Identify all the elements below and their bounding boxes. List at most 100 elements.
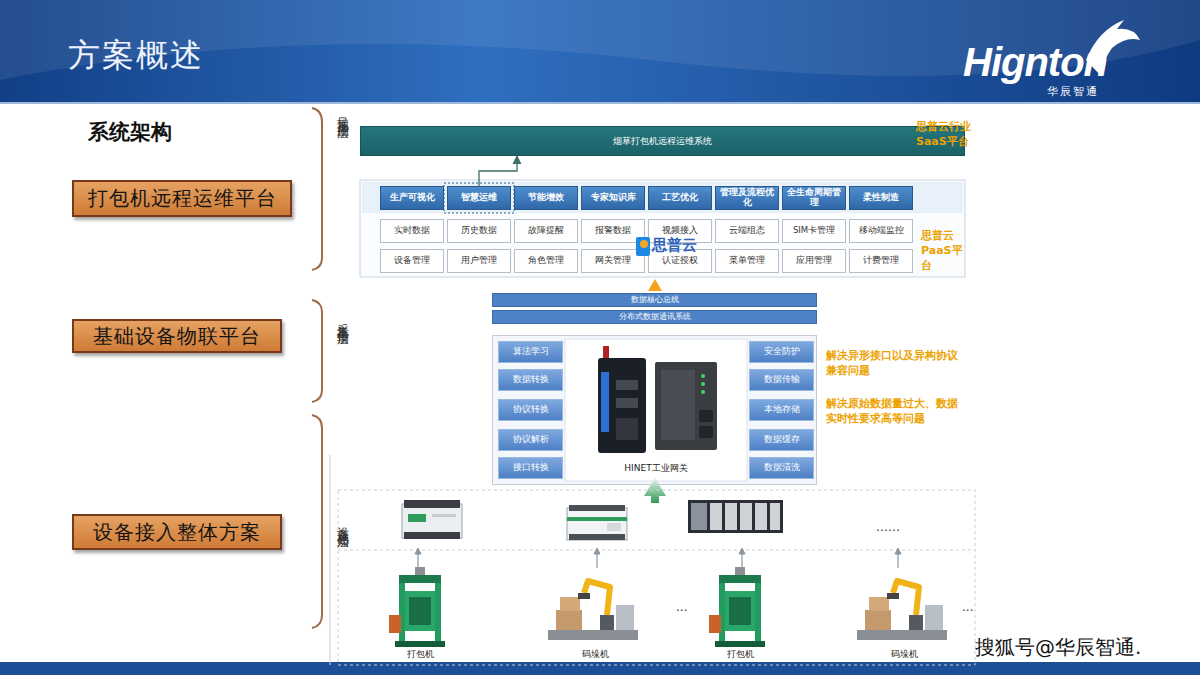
layer-bracket <box>312 108 322 270</box>
page-title: 方案概述 <box>68 34 204 78</box>
module-box: 报警数据 <box>581 219 645 243</box>
plc-module <box>755 503 767 530</box>
node-text: 码垛机 <box>582 649 609 659</box>
gateway-function-box: 安全防护 <box>749 341 814 363</box>
node-text: 分布式数据通讯系统 <box>619 312 691 321</box>
node-text: 数据缓存 <box>764 435 800 445</box>
callout-note: 解决异形接口以及异构协议兼容问题 <box>826 349 964 379</box>
header-band <box>0 0 1200 103</box>
module-box: 移动端监控 <box>849 219 913 243</box>
platform-box: 基础设备物联平台 <box>72 319 282 353</box>
gateway-function-box: 接口转换 <box>498 457 563 479</box>
plc-module <box>691 503 707 530</box>
ethernet-port <box>699 410 713 422</box>
node-text: 数据核心总线 <box>631 295 679 304</box>
footer-band <box>0 662 1200 675</box>
upward-arrow <box>648 279 662 291</box>
node-text: 报警数据 <box>595 226 631 236</box>
node-text: 全生命周期管理 <box>783 188 845 208</box>
node-text: 移动端监控 <box>859 226 904 236</box>
device-area <box>338 490 975 665</box>
gateway-connector <box>616 418 638 440</box>
status-led <box>701 374 705 378</box>
node-text: 管理及流程优化 <box>716 188 778 208</box>
module-box: 故障提醒 <box>514 219 578 243</box>
node-text: 用户管理 <box>461 256 497 266</box>
plc-rack-illustration <box>688 500 783 533</box>
system-bar: 烟草打包机远程运维系统 <box>360 126 965 156</box>
ethernet-port <box>699 426 713 438</box>
module-box: 菜单管理 <box>715 249 779 273</box>
bus-bar: 分布式数据通讯系统 <box>492 310 817 324</box>
gateway-function-box: 数据缓存 <box>749 429 814 451</box>
machine-node: 打包机 <box>388 562 452 662</box>
status-led <box>701 390 705 394</box>
node-text: 菜单管理 <box>729 256 765 266</box>
node-text: HINET工业网关 <box>566 463 746 473</box>
gateway-antenna <box>603 346 609 360</box>
signal-line <box>741 553 742 568</box>
node-text: 基础设备物联平台 <box>93 325 261 348</box>
bus-bar: 数据核心总线 <box>492 293 817 307</box>
node-text: 角色管理 <box>528 256 564 266</box>
node-text: 智慧运维 <box>461 193 497 203</box>
status-led <box>701 382 705 386</box>
node-text: 本地存储 <box>764 405 800 415</box>
node-text: 安全防护 <box>764 347 800 357</box>
node-text: 专家知识库 <box>591 193 636 203</box>
node-text: 计费管理 <box>863 256 899 266</box>
node-text: 数据清洗 <box>764 463 800 473</box>
gateway-device <box>598 358 646 453</box>
node-text: 协议解析 <box>513 435 549 445</box>
module-box: 实时数据 <box>380 219 444 243</box>
gateway-port <box>616 398 638 408</box>
function-box: 专家知识库 <box>581 186 645 210</box>
plc-illustration <box>567 505 627 540</box>
device-area-divider <box>338 550 975 551</box>
section-heading: 系统架构 <box>88 118 172 146</box>
header-rule <box>0 102 1200 104</box>
node-text: 协议转换 <box>513 405 549 415</box>
module-box: 网关管理 <box>581 249 645 273</box>
arrow-head <box>739 548 745 554</box>
plc-stripe <box>567 517 627 521</box>
gateway-function-box: 协议解析 <box>498 429 563 451</box>
node-text: 码垛机 <box>891 649 918 659</box>
layer-label: 设备及感知层 <box>334 517 351 529</box>
paas-panel <box>360 180 965 277</box>
connector-arrow <box>479 156 517 186</box>
gateway-function-box: 算法学习 <box>498 341 563 363</box>
plc-terminals <box>404 532 460 539</box>
plc-body <box>402 504 462 538</box>
gateway-stripe <box>601 372 609 432</box>
module-box: 应用管理 <box>782 249 846 273</box>
callout-note: 解决原始数据量过大、数据实时性要求高等问题 <box>826 397 964 427</box>
node-text: 云端组态 <box>729 226 765 236</box>
module-box: SIM卡管理 <box>782 219 846 243</box>
node-text: 打包机远程运维平台 <box>88 187 277 210</box>
gateway-function-box: 本地存储 <box>749 399 814 421</box>
platform-note: 思普云行业 SaaS平台 <box>916 120 980 150</box>
node-text: SIM卡管理 <box>793 226 835 236</box>
baler-illustration <box>389 567 445 647</box>
module-box: 角色管理 <box>514 249 578 273</box>
platform-box: 设备接入整体方案 <box>72 514 282 550</box>
arrow-head <box>895 548 901 554</box>
content-area <box>0 103 1200 662</box>
layer-label: 采集及传输层 <box>334 314 351 326</box>
ellipsis: …… <box>876 520 900 534</box>
node-text: 打包机 <box>727 649 754 659</box>
node-text: 实时数据 <box>394 226 430 236</box>
node-text: 历史数据 <box>461 226 497 236</box>
layer-bracket <box>312 415 322 628</box>
module-box: 云端组态 <box>715 219 779 243</box>
gateway-port <box>616 380 638 390</box>
function-box: 节能增效 <box>514 186 578 210</box>
logo-subtext: 华辰智通 <box>1047 84 1099 99</box>
function-box: 工艺优化 <box>648 186 712 210</box>
watermark: 搜狐号@华辰智通. <box>975 634 1141 661</box>
node-text: 故障提醒 <box>528 226 564 236</box>
function-box: 柔性制造 <box>849 186 913 210</box>
node-text: 烟草打包机远程运维系统 <box>613 136 712 146</box>
